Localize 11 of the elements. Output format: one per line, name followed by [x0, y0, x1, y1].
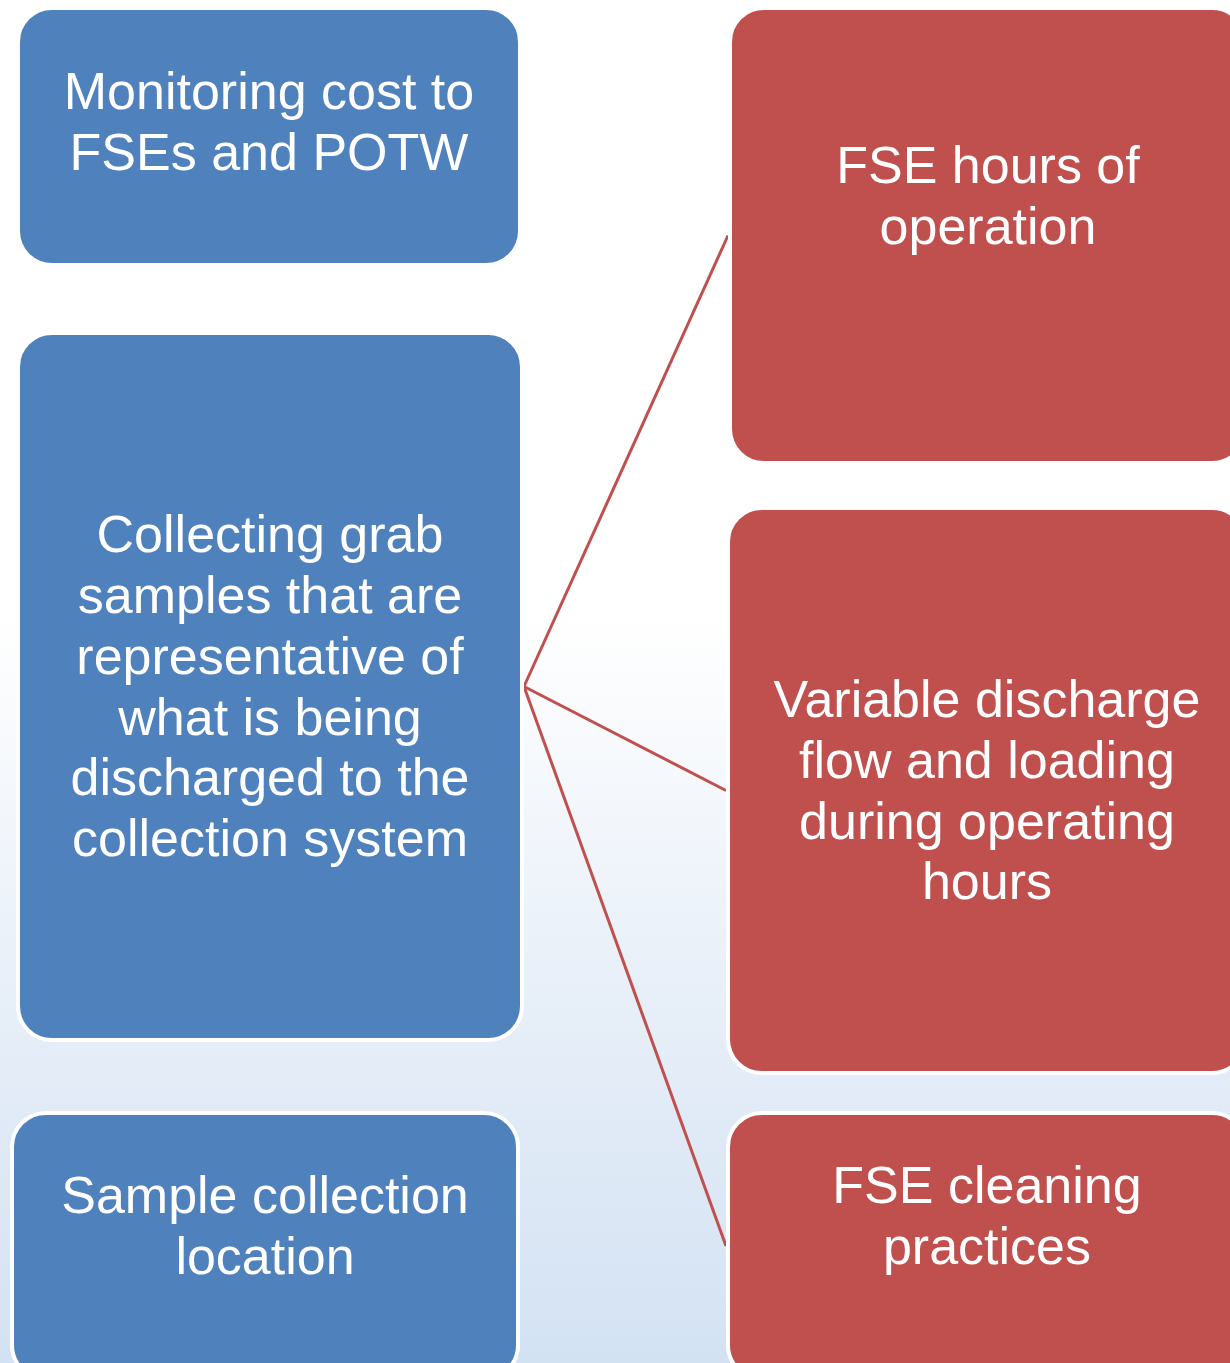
box-text: FSE cleaning practices	[831, 1155, 1143, 1277]
box-text: Monitoring cost to FSEs and POTW	[62, 60, 476, 183]
rounded-box	[726, 1111, 1230, 1363]
rounded-box	[10, 1111, 520, 1363]
box-text: FSE hours of operation	[835, 134, 1141, 257]
connector-line	[523, 685, 727, 792]
box-text: Collecting grab samples that are representative of what is being discharged to the collection system	[69, 504, 471, 869]
connector-line	[522, 234, 730, 688]
box-text: Variable discharge flow and loading during operating hours	[772, 668, 1202, 913]
box-text: Sample collection location	[60, 1165, 470, 1287]
connector-line	[522, 686, 728, 1247]
